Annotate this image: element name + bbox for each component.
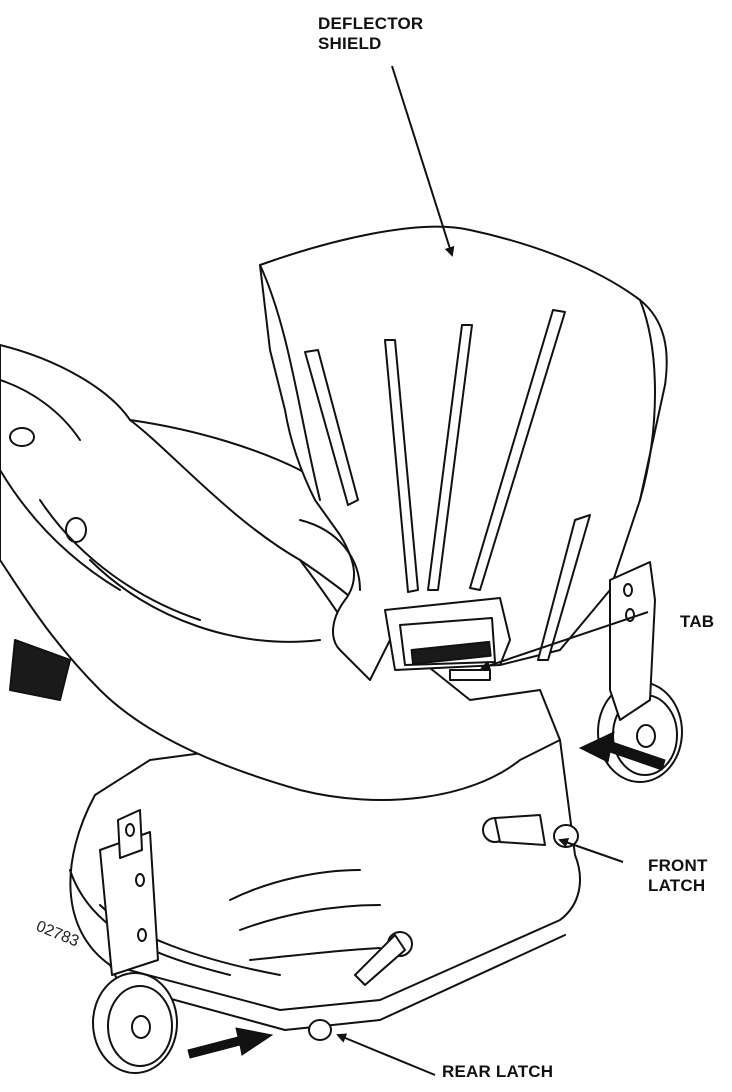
front-latch-label-line2: LATCH: [648, 876, 706, 895]
rear-latch-leader: [336, 1033, 436, 1076]
deflector-label-line1: DEFLECTOR: [318, 14, 424, 33]
deflector-leader: [391, 65, 455, 257]
front-latch-leader: [558, 837, 624, 863]
front-latch-push-arrow: [578, 731, 666, 771]
rear-latch-push-arrow: [187, 1027, 274, 1059]
front-latch-label: FRONT LATCH: [648, 856, 708, 896]
tab-label: TAB: [680, 612, 715, 631]
deflector-label-line2: SHIELD: [318, 34, 382, 53]
deflector-shield-label: DEFLECTOR SHIELD: [318, 14, 423, 54]
rear-latch-label: REAR LATCH: [442, 1062, 554, 1081]
tab-leader: [480, 611, 649, 671]
front-latch-label-line1: FRONT: [648, 856, 708, 875]
discharge-chute: [0, 344, 561, 801]
